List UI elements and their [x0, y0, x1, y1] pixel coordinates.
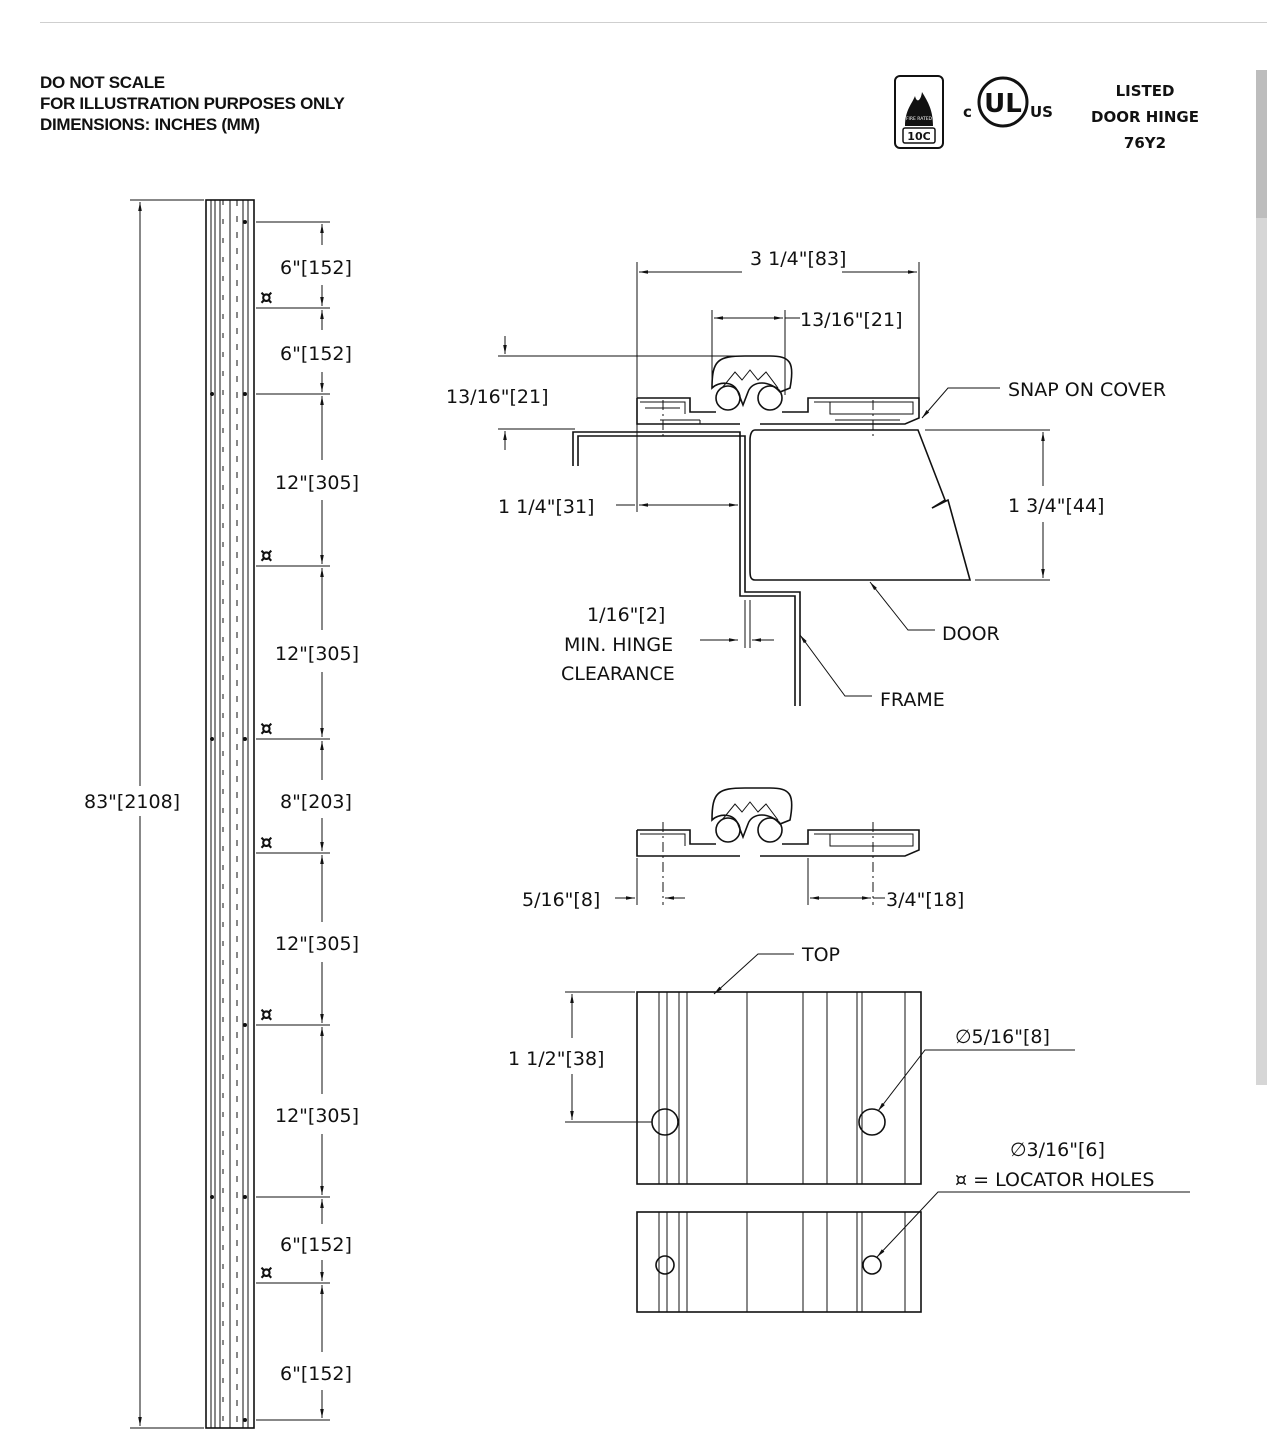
knuckle-height-dim: 13/16"[21] [446, 386, 549, 408]
locator-mark: ¤ [260, 1260, 273, 1284]
ul-logo-text: UL [984, 89, 1022, 119]
hinge-profile-view: 5/16"[8] 3/4"[18] [522, 787, 964, 911]
fire-rated-badge: FIRE RATED 10C [894, 75, 944, 149]
locator-mark: ¤ [260, 716, 273, 740]
clearance-dim: 1/16"[2] [587, 604, 665, 626]
profile-right-offset: 3/4"[18] [886, 889, 964, 911]
section-width-dim: 3 1/4"[83] [750, 248, 846, 270]
door-thickness-dim: 1 3/4"[44] [1008, 495, 1104, 517]
screw-holes [210, 220, 247, 1422]
hinge-section-view: 3 1/4"[83] 13/16"[21] 13/16"[21] [446, 248, 1166, 711]
listed-line-3: 76Y2 [1124, 134, 1166, 152]
clearance-label-1: MIN. HINGE [564, 634, 673, 656]
locator-mark: ¤ [260, 830, 273, 854]
locator-mark: ¤ [260, 543, 273, 567]
header-divider [40, 22, 1267, 23]
segment-dim-3: 12"[305] [275, 472, 359, 494]
hole-spacing-dim: 1 1/2"[38] [508, 1048, 604, 1070]
leaf-offset-dim: 1 1/4"[31] [498, 496, 594, 518]
segment-dim-5: 8"[203] [280, 791, 352, 813]
frame-label: FRAME [880, 689, 945, 711]
note-do-not-scale: DO NOT SCALE [40, 73, 165, 92]
knuckle-width-dim: 13/16"[21] [800, 309, 903, 331]
ul-listing-mark: c UL US [963, 76, 1053, 128]
ul-us-mark: US [1030, 103, 1053, 121]
leaf-detail-view: TOP 1 1/2"[38] ∅5/16"[8] ∅3/16"[6] ¤ = L… [508, 944, 1190, 1313]
ul-c-mark: c [963, 103, 972, 121]
listed-line-1: LISTED [1116, 82, 1175, 100]
top-label: TOP [801, 944, 840, 966]
fire-badge-small: FIRE RATED [906, 116, 933, 122]
clearance-label-2: CLEARANCE [561, 663, 675, 685]
segment-dim-8: 6"[152] [280, 1234, 352, 1256]
overall-length-dim: 83"[2108] [84, 791, 180, 813]
door-label: DOOR [942, 623, 1000, 645]
segment-dim-4: 12"[305] [275, 643, 359, 665]
hinge-elevation: 83"[2108] 6"[152] 6"[152] [84, 199, 359, 1429]
note-dimensions: DIMENSIONS: INCHES (MM) [40, 115, 260, 134]
locator-mark: ¤ [260, 1002, 273, 1026]
listed-door-hinge: LISTED DOOR HINGE 76Y2 [1091, 82, 1199, 152]
note-illustration: FOR ILLUSTRATION PURPOSES ONLY [40, 94, 345, 113]
locator-mark: ¤ [260, 285, 273, 309]
segment-dim-1: 6"[152] [280, 257, 352, 279]
fire-badge-rating: 10C [907, 130, 930, 143]
segment-dim-6: 12"[305] [275, 933, 359, 955]
snap-cover-label: SNAP ON COVER [1008, 379, 1166, 401]
listed-line-2: DOOR HINGE [1091, 108, 1199, 126]
segment-dim-7: 12"[305] [275, 1105, 359, 1127]
small-hole-dim: ∅3/16"[6] [1010, 1139, 1105, 1161]
segment-dim-9: 6"[152] [280, 1363, 352, 1385]
segment-dim-2: 6"[152] [280, 343, 352, 365]
scrollbar[interactable] [1256, 70, 1267, 1085]
drawing-notes: DO NOT SCALE FOR ILLUSTRATION PURPOSES O… [40, 72, 345, 135]
profile-left-offset: 5/16"[8] [522, 889, 600, 911]
locator-legend: ¤ = LOCATOR HOLES [955, 1169, 1154, 1191]
large-hole-dim: ∅5/16"[8] [955, 1026, 1050, 1048]
scrollbar-thumb[interactable] [1256, 70, 1267, 218]
